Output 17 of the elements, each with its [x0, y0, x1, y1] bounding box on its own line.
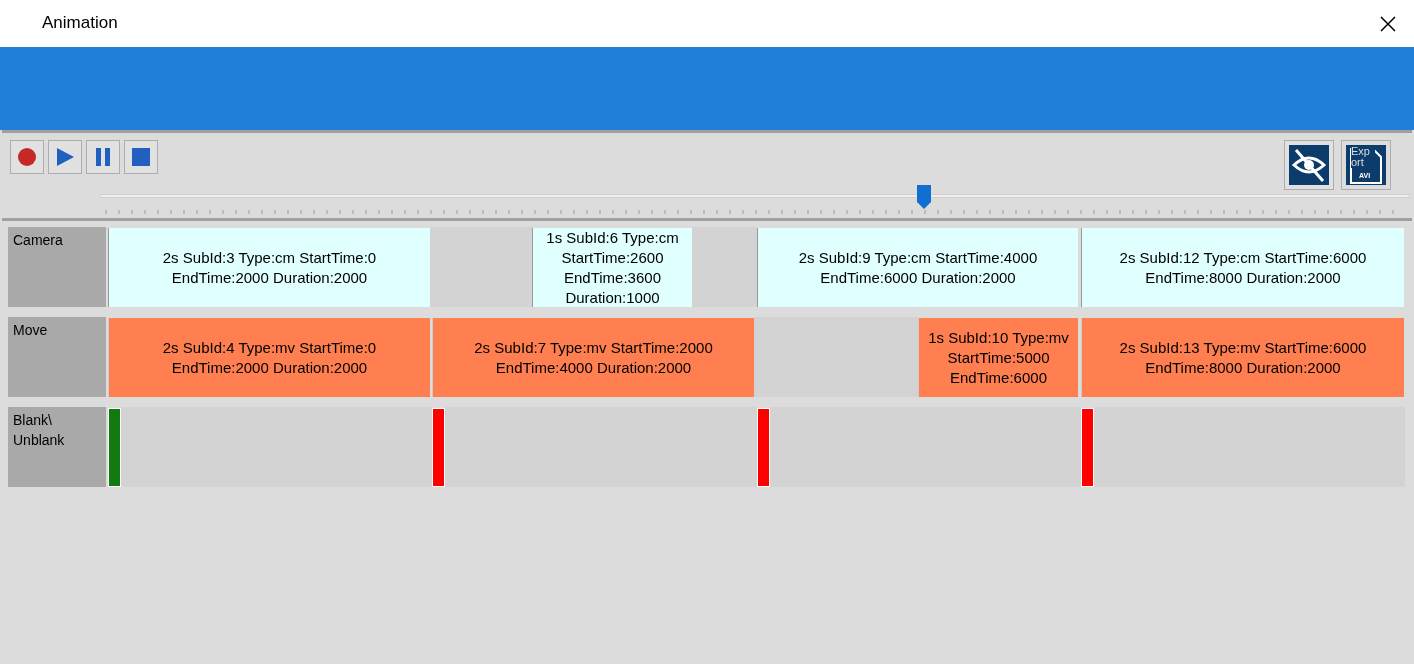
clip-block: 2s SubId:9 Type:cm StartTime:4000 EndTime:6000 Duration:2000	[757, 228, 1078, 307]
marker-bar	[1081, 408, 1094, 487]
clip-block: 1s SubId:6 Type:cm StartTime:2600 EndTime:3600 Duration:1000	[532, 228, 692, 307]
clip-block: 2s SubId:12 Type:cm StartTime:6000 EndTime:8000 Duration:2000	[1081, 228, 1404, 307]
clip-block: 1s SubId:10 Type:mv StartTime:5000 EndTime:6000	[918, 318, 1078, 397]
window-title: Animation	[42, 13, 118, 33]
marker-bar	[108, 408, 121, 487]
clip-block: 2s SubId:4 Type:mv StartTime:0 EndTime:2000 Duration:2000	[108, 318, 430, 397]
track-label: Move	[8, 317, 106, 397]
track-label: Camera	[8, 227, 106, 307]
clip-block: 2s SubId:7 Type:mv StartTime:2000 EndTime:4000 Duration:2000	[432, 318, 754, 397]
marker-bar	[432, 408, 445, 487]
button-caption: Export	[1351, 146, 1375, 168]
marker-bar	[757, 408, 770, 487]
track-label: Blank\ Unblank	[8, 407, 106, 487]
clip-block: 2s SubId:3 Type:cm StartTime:0 EndTime:2000 Duration:2000	[108, 228, 430, 307]
clip-block: 2s SubId:13 Type:mv StartTime:6000 EndTime:8000 Duration:2000	[1081, 318, 1404, 397]
